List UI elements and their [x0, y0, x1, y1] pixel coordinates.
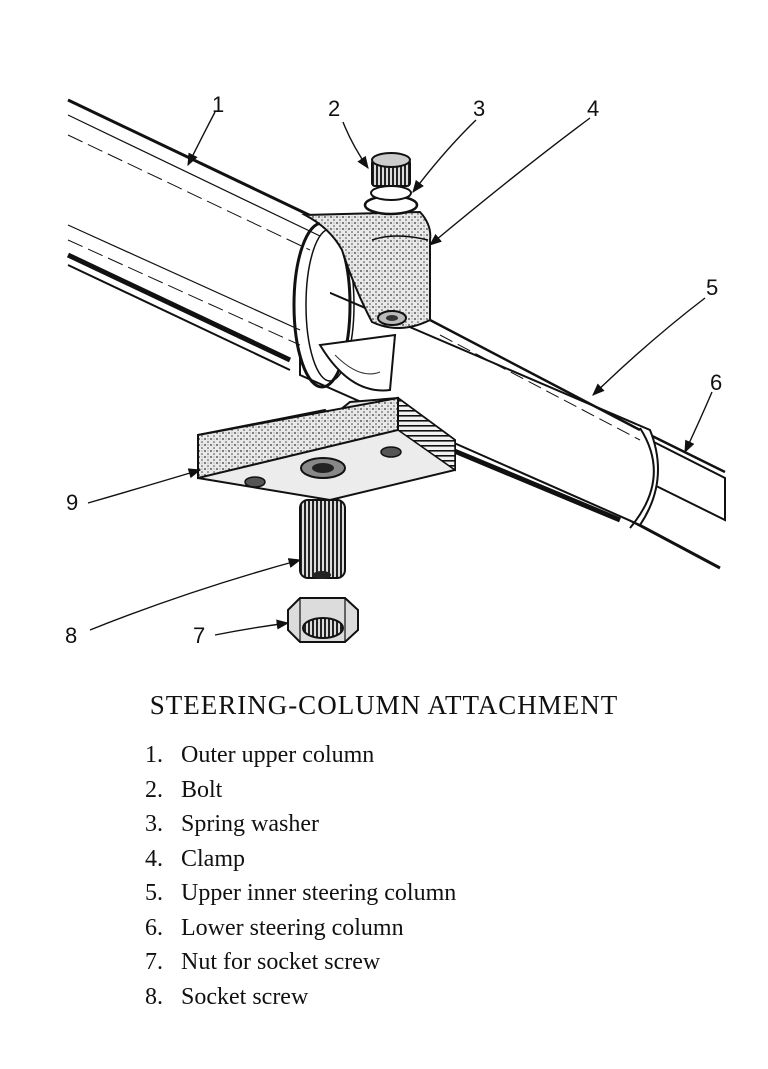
callout-4: 4 — [587, 96, 599, 121]
callout-6: 6 — [710, 370, 722, 395]
legend-number: 2. — [145, 776, 163, 803]
callout-5: 5 — [706, 275, 718, 300]
leader-line-8 — [89, 558, 302, 631]
legend-number: 5. — [145, 880, 163, 906]
bolt — [371, 152, 411, 187]
legend-item: 8. Socket screw — [145, 980, 456, 1015]
legend-label: Upper inner steering column — [181, 880, 457, 906]
callout-8: 8 — [65, 623, 77, 648]
legend-item: 6. Lower steering column — [145, 911, 456, 946]
diagram-title: STEERING-COLUMN ATTACHMENT — [149, 690, 619, 720]
steering-column-diagram: 1 2 3 4 5 6 7 8 9 — [65, 92, 726, 648]
legend-item: 7. Nut for socket screw — [145, 945, 456, 980]
leader-line-6 — [684, 391, 713, 454]
legend-item: 1. Outer upper column — [145, 738, 456, 773]
legend-number: 6. — [145, 914, 163, 941]
legend-item: 3. Spring washer — [145, 807, 456, 842]
callout-2: 2 — [328, 96, 340, 121]
clamp — [292, 210, 432, 392]
legend-item: 2. Bolt — [145, 773, 456, 808]
legend-label: Spring washer — [181, 811, 319, 837]
leader-line-3 — [412, 119, 477, 194]
callout-3: 3 — [473, 96, 485, 121]
leader-line-7 — [214, 619, 290, 636]
leader-lines — [87, 111, 713, 636]
callout-1: 1 — [212, 92, 224, 117]
spring-washer — [363, 185, 419, 216]
leader-line-9 — [87, 468, 202, 504]
parts-legend: 1. Outer upper column 2. Bolt 3. Spring was… — [145, 738, 456, 1014]
leader-line-2 — [342, 121, 369, 170]
legend-label: Bolt — [181, 776, 223, 803]
legend-label: Nut for socket screw — [181, 949, 381, 975]
leader-line-5 — [592, 297, 706, 396]
legend-label: Socket screw — [181, 983, 309, 1010]
legend-number: 7. — [145, 949, 163, 975]
leader-line-4 — [429, 117, 591, 246]
legend-item: 4. Clamp — [145, 842, 456, 877]
legend-number: 3. — [145, 811, 163, 837]
legend-label: Clamp — [181, 845, 245, 872]
leader-line-1 — [187, 111, 216, 167]
legend-label: Lower steering column — [181, 914, 404, 941]
outer-upper-column — [66, 98, 331, 371]
clamp-block — [197, 396, 456, 502]
nut — [287, 597, 359, 643]
legend-number: 4. — [145, 845, 163, 872]
socket-screw — [299, 499, 346, 579]
callout-9: 9 — [66, 490, 78, 515]
legend-number: 1. — [145, 742, 163, 768]
legend-item: 5. Upper inner steering column — [145, 876, 456, 911]
legend-number: 8. — [145, 983, 163, 1010]
callout-7: 7 — [193, 623, 205, 648]
legend-label: Outer upper column — [181, 742, 375, 768]
